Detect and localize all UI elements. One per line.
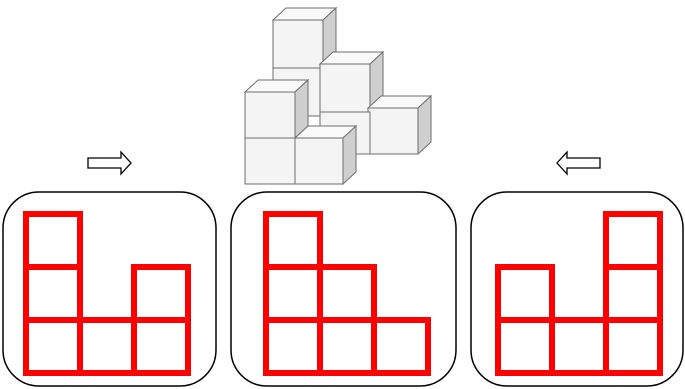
right-view-square (495, 264, 555, 323)
cube-top (271, 6, 338, 70)
front-view-square (263, 211, 323, 270)
cube-front-left-bottom (244, 137, 296, 185)
arrow-left-icon (556, 150, 601, 176)
cube-face (272, 19, 324, 69)
arrow-right-icon (87, 150, 132, 176)
front-view-square (371, 317, 431, 376)
cube-face (244, 137, 296, 185)
cube-front-left-top (243, 78, 310, 140)
left-view-grid (23, 211, 191, 376)
right-view-square (603, 211, 663, 270)
front-view-grid (263, 211, 431, 376)
cube-front-middle (293, 124, 358, 186)
left-view-panel (2, 191, 217, 387)
right-view-grid (495, 211, 663, 376)
cube-structure (243, 6, 433, 186)
front-view-square (317, 264, 377, 323)
left-view-square (23, 211, 83, 270)
cube-face (367, 107, 419, 155)
cube-face (319, 63, 371, 113)
front-view-panel (230, 191, 457, 387)
cube-face (342, 124, 357, 186)
cube-face (417, 94, 432, 156)
right-view-panel (470, 191, 684, 387)
left-view-square (131, 264, 191, 323)
cube-face (294, 137, 344, 185)
cube-face (244, 91, 296, 139)
cube-right-low (366, 94, 433, 156)
